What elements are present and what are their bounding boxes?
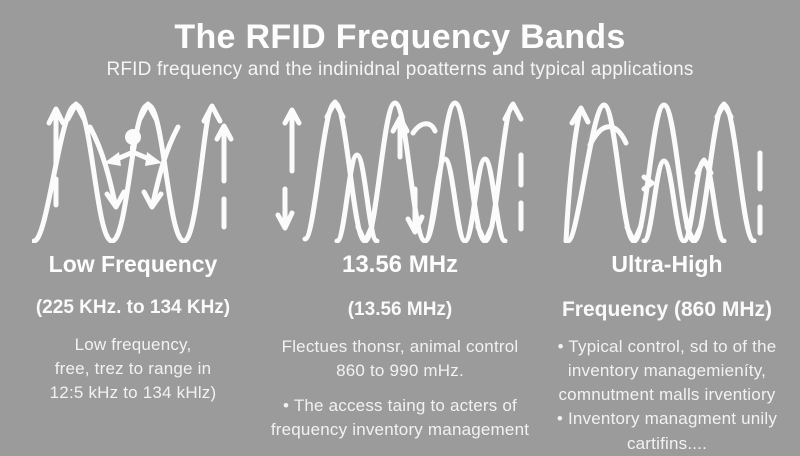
body-line: 12:5 kHz to 134 kHlz) [49,382,217,402]
uhf-wave-illustration-icon [563,101,763,244]
panel-heading-13-56-mhz: 13.56 MHz [341,251,459,279]
panel-heading-ultra-high: Ultra-High [611,251,723,278]
body-line: inventory managemieníty, [567,361,767,381]
panel-body-low-frequency: Low frequency, free, trez to range in 12… [0,333,266,405]
panel-13-56-mhz: 13.56 MHz (13.56 MHz) Flectues thonsr, a… [266,93,534,455]
frequency-band-columns: Low Frequency (225 KHz. to 134 KHz) Low … [0,93,800,455]
panel-low-frequency: Low Frequency (225 KHz. to 134 KHz) Low … [0,93,266,455]
page-subtitle: RFID frequency and the indinidnal poatte… [106,59,694,81]
body-line-bullet: • The access taing to acters of [283,395,517,415]
panel-heading-low-frequency: Low Frequency [48,251,218,278]
panel-subheading-low-frequency: (225 KHz. to 134 KHz) [35,296,231,318]
body-line: Low frequency, [74,334,192,354]
panel-body-ultra-high: • Typical control, sd to of the inventor… [534,335,800,456]
body-line: frequency inventory management [270,420,530,440]
panel-ultra-high-frequency: Ultra-High Frequency (860 MHz) • Typical… [534,93,800,455]
page-title: The RFID Frequency Bands [174,18,626,56]
person-icon [104,129,162,167]
hf-wave-illustration-icon [275,99,524,244]
body-line: 860 to 990 mHz. [336,360,464,380]
body-line: cartifins.... [626,433,708,453]
panel-subheading-ultra-high: Frequency (860 MHz) [561,297,773,321]
body-line: Flectues thonsr, animal control [281,336,519,356]
low-frequency-wave-illustration-icon [32,101,234,244]
body-line: free, trez to range in [54,358,212,378]
body-line-bullet: • Inventory managment unily [556,409,778,429]
header: The RFID Frequency Bands RFID frequency … [0,0,800,81]
body-line: comnutment malls irventiory [558,385,776,405]
panel-body-13-56-mhz: Flectues thonsr, animal control 860 to 9… [266,335,534,443]
panel-subheading-13-56-mhz: (13.56 MHz) [347,298,453,320]
body-line-bullet: • Typical control, sd to of the [557,337,777,357]
